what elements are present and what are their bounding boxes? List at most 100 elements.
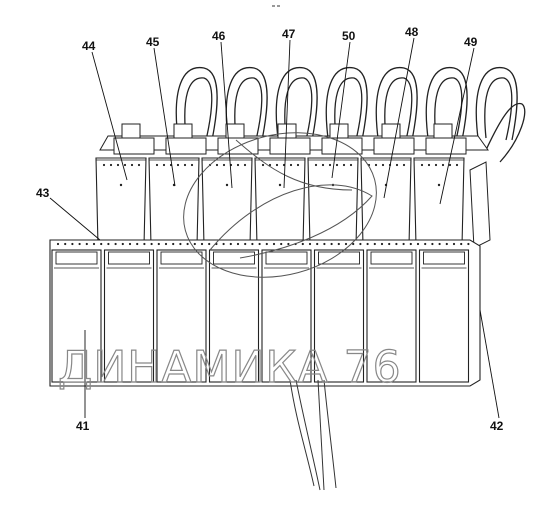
watermark-text: ДИНАМИКА 76: [58, 342, 402, 393]
frame-dot: [344, 242, 348, 246]
relay-dot: [275, 163, 279, 167]
lower-fuse-row: [49, 239, 481, 387]
frame-dot: [136, 242, 139, 246]
frame-dot: [157, 242, 160, 246]
wire-harness-loops: [175, 67, 526, 163]
fuse-cap: [265, 251, 308, 265]
frame-dot: [409, 242, 412, 246]
frame-dot: [244, 242, 247, 246]
frame-dot: [107, 242, 110, 246]
relay-marker: [437, 183, 441, 187]
frame-dot: [359, 242, 362, 246]
relay-dot: [335, 163, 339, 167]
relay-dot: [243, 163, 247, 167]
relay-dot: [176, 163, 180, 167]
connector-clip: [433, 123, 453, 139]
frame-dot: [208, 242, 211, 246]
frame-dot: [172, 242, 175, 246]
wire-loop-end: [485, 102, 526, 163]
frame-dot: [143, 242, 146, 246]
relay-dot: [321, 163, 325, 167]
frame-dot: [323, 242, 326, 246]
frame-dot: [445, 242, 448, 246]
relay-dot: [236, 163, 240, 167]
frame-dot: [265, 242, 268, 246]
wire-loop-inner: [434, 77, 463, 141]
relay-dot: [427, 163, 431, 167]
relay-dot: [123, 163, 127, 167]
frame-dot: [431, 242, 434, 246]
wire-loop-inner: [384, 77, 413, 141]
relay-dot: [137, 163, 141, 167]
relay-body: [413, 157, 465, 247]
connector-clip: [277, 123, 297, 139]
upper-relay-row: [95, 157, 491, 249]
watermark-logo: [183, 132, 377, 278]
relay-dot: [261, 163, 265, 167]
frame-dot: [337, 242, 340, 246]
wire-loop: [425, 67, 468, 141]
wire-loop-inner: [484, 77, 513, 141]
wire-loop-inner: [184, 77, 213, 141]
frame-dot: [92, 242, 96, 246]
fuse-cap: [370, 251, 413, 265]
frame-dot: [272, 242, 276, 246]
frame-dot: [366, 242, 369, 246]
relay-dot: [448, 163, 452, 167]
relay-dot: [130, 163, 134, 167]
callout-44: 44: [82, 39, 96, 53]
frame-dot: [467, 242, 470, 246]
relay-dot: [109, 163, 113, 167]
callout-46: 46: [212, 29, 226, 43]
relay-dot: [215, 163, 219, 167]
frame-dot: [150, 242, 153, 246]
frame-dot: [380, 242, 384, 246]
callout-42: 42: [490, 419, 504, 433]
wire-loop: [275, 67, 318, 141]
frame-dot: [280, 242, 283, 246]
connector-clip: [121, 123, 141, 139]
fuse-cap: [108, 251, 150, 265]
frame-dot: [71, 242, 74, 246]
relay-dot: [314, 163, 318, 167]
relay-dot: [441, 163, 445, 167]
callout-41: 41: [76, 419, 90, 433]
connector-clip: [173, 123, 193, 139]
wire-loop: [375, 67, 418, 141]
wire-loop-inner: [284, 77, 313, 141]
relay-dot: [349, 163, 353, 167]
frame-dot: [78, 242, 81, 246]
frame-dot: [395, 242, 398, 246]
relay-body: [148, 157, 200, 247]
frame-dot: [388, 242, 391, 246]
frame-dot: [179, 242, 182, 246]
fuse-body: [103, 249, 155, 383]
callout-50: 50: [342, 29, 356, 43]
wire-loop: [225, 67, 268, 141]
fuse-cap: [160, 251, 203, 265]
relay-dot: [183, 163, 187, 167]
frame-dot: [308, 242, 312, 246]
relay-body: [201, 157, 253, 247]
relay-body: [360, 157, 412, 247]
frame-dot: [452, 242, 456, 246]
relay-marker: [119, 183, 123, 187]
relay-dot: [381, 163, 385, 167]
relay-dot: [342, 163, 346, 167]
back-connector-row: [99, 123, 489, 155]
fuse-body: [208, 249, 260, 383]
frame-dot: [258, 242, 261, 246]
frame-dot: [287, 242, 290, 246]
callout-47: 47: [282, 27, 296, 41]
frame-dot: [100, 242, 103, 246]
fuse-body: [418, 249, 470, 383]
back-connector: [269, 137, 311, 155]
relay-dot: [328, 163, 332, 167]
wire-loop: [325, 67, 368, 141]
relay-marker: [278, 183, 282, 187]
leader-lines: [49, 37, 500, 419]
frame-dot: [424, 242, 427, 246]
frame-dot: [222, 242, 225, 246]
relay-body: [254, 157, 306, 247]
